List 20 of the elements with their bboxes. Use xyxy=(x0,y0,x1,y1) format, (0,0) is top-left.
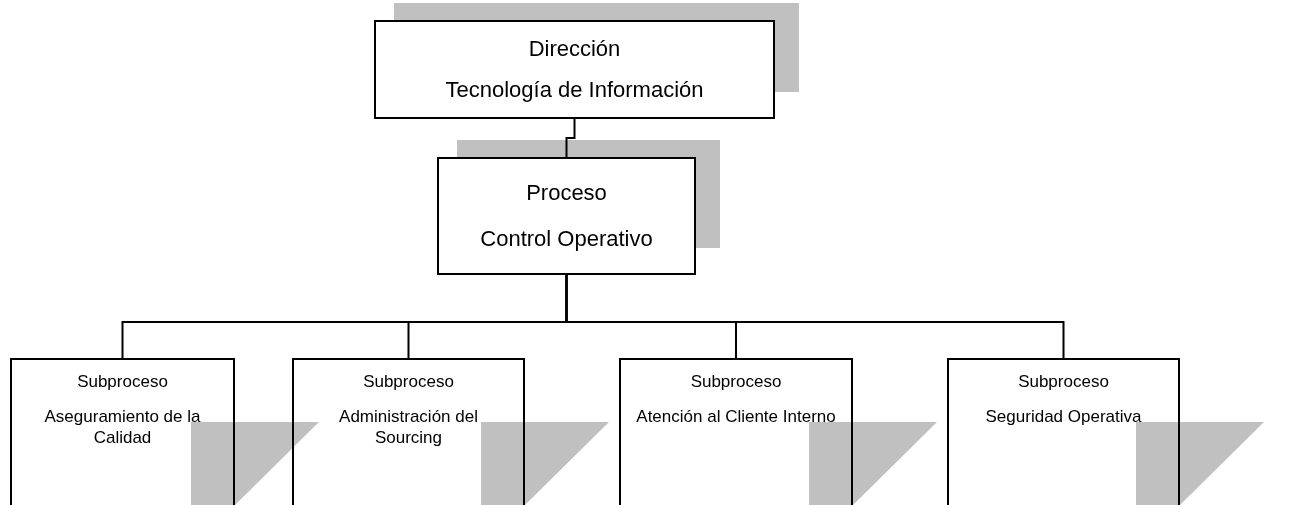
box-label: Control Operativo xyxy=(480,226,653,253)
org-box xyxy=(374,20,775,119)
box-label: Administración del Sourcing xyxy=(338,406,479,449)
org-box xyxy=(437,157,696,275)
subprocess-box xyxy=(619,358,853,505)
box-title: Dirección xyxy=(528,36,621,63)
box-title: Proceso xyxy=(526,179,607,206)
connector-line xyxy=(565,118,576,158)
subprocess-box xyxy=(292,358,525,505)
box-title: Subproceso xyxy=(1018,372,1109,392)
subprocess-box xyxy=(10,358,235,505)
box-title: Subproceso xyxy=(77,372,168,392)
box-label: Seguridad Operativa xyxy=(984,406,1143,428)
box-label: Atención al Cliente Interno xyxy=(635,406,837,428)
box-label: Tecnología de Información xyxy=(445,76,704,103)
box-label: Aseguramiento de la Calidad xyxy=(43,406,202,449)
box-title: Subproceso xyxy=(690,372,782,392)
subprocess-box xyxy=(947,358,1180,505)
connector-line xyxy=(565,274,1065,359)
box-title: Subproceso xyxy=(363,372,454,392)
